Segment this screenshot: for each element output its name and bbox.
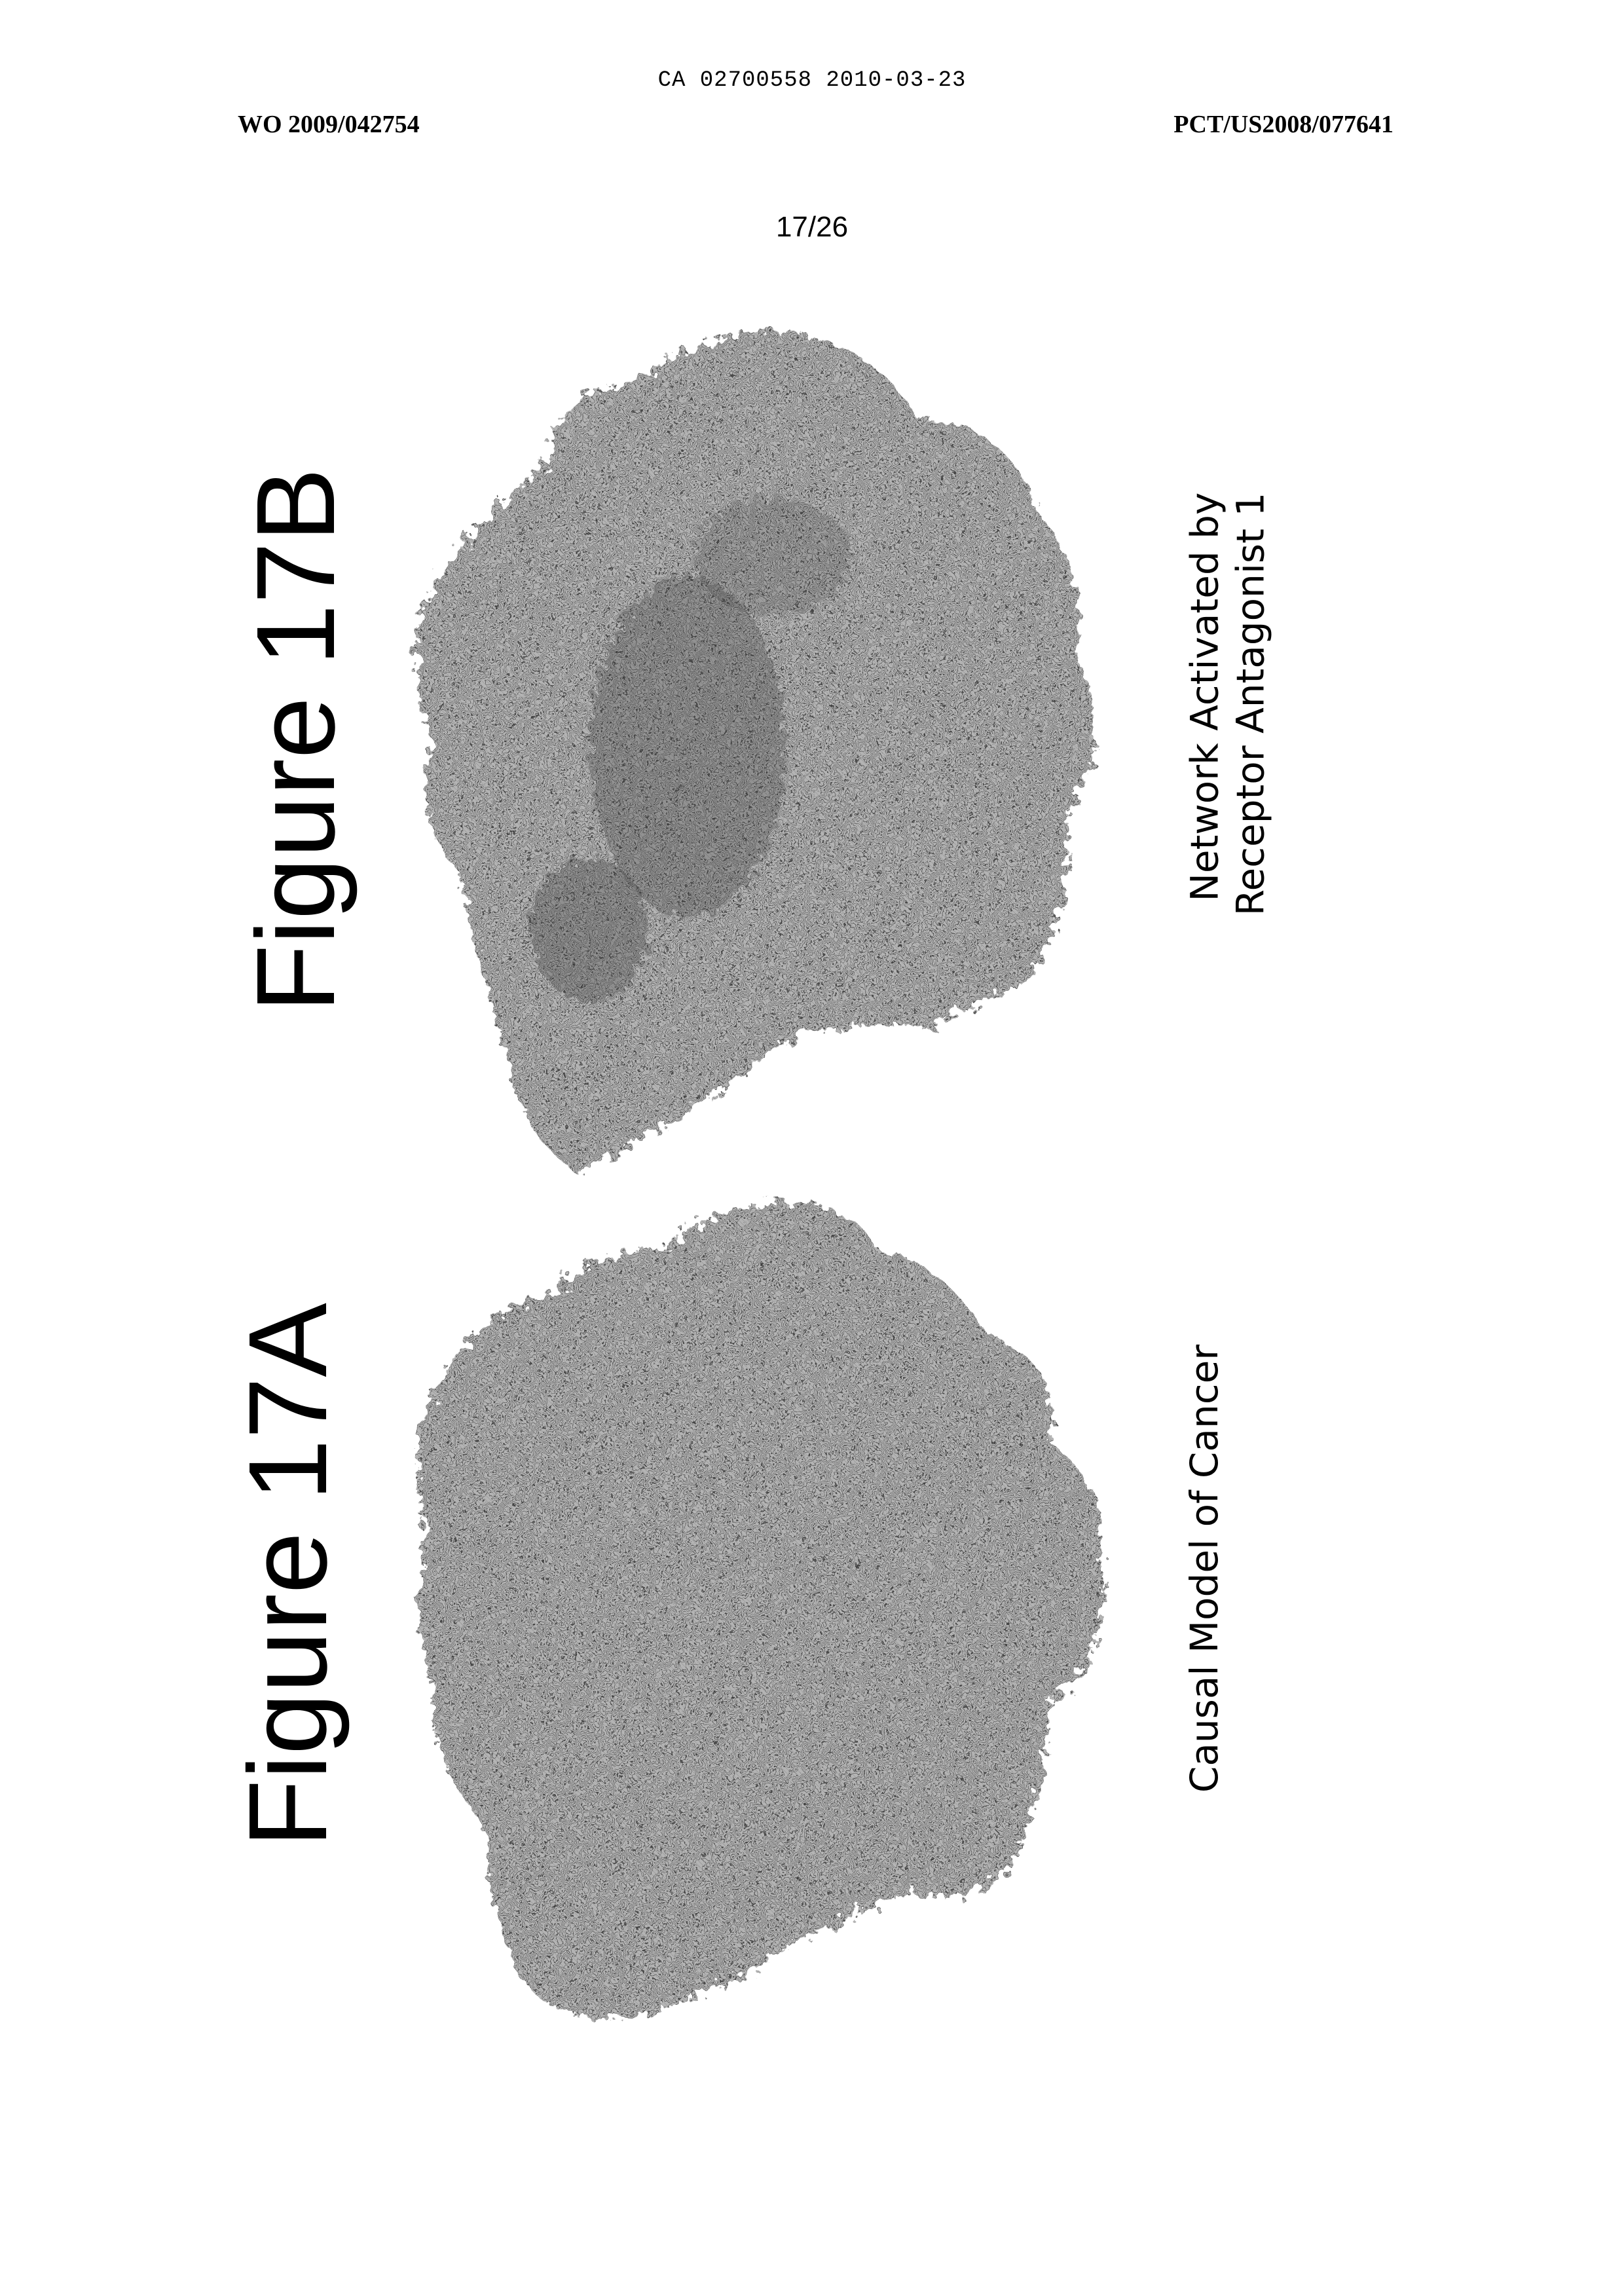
figure-17b-caption-line2: Receptor Antagonist 1 xyxy=(1228,493,1274,916)
figure-17a-caption-line1: Causal Model of Cancer xyxy=(1182,1345,1228,1793)
network-graph-17a xyxy=(416,1201,1104,2018)
network-graph-17b xyxy=(415,331,1096,1172)
figure-17b-title: Figure 17B xyxy=(240,468,352,1013)
figure-17a-caption: Causal Model of Cancer xyxy=(1182,1345,1228,1793)
figure-17b-caption: Network Activated by Receptor Antagonist… xyxy=(1182,493,1273,916)
figure-17a-title: Figure 17A xyxy=(232,1303,344,1848)
figure-17b-caption-line1: Network Activated by xyxy=(1182,493,1228,916)
